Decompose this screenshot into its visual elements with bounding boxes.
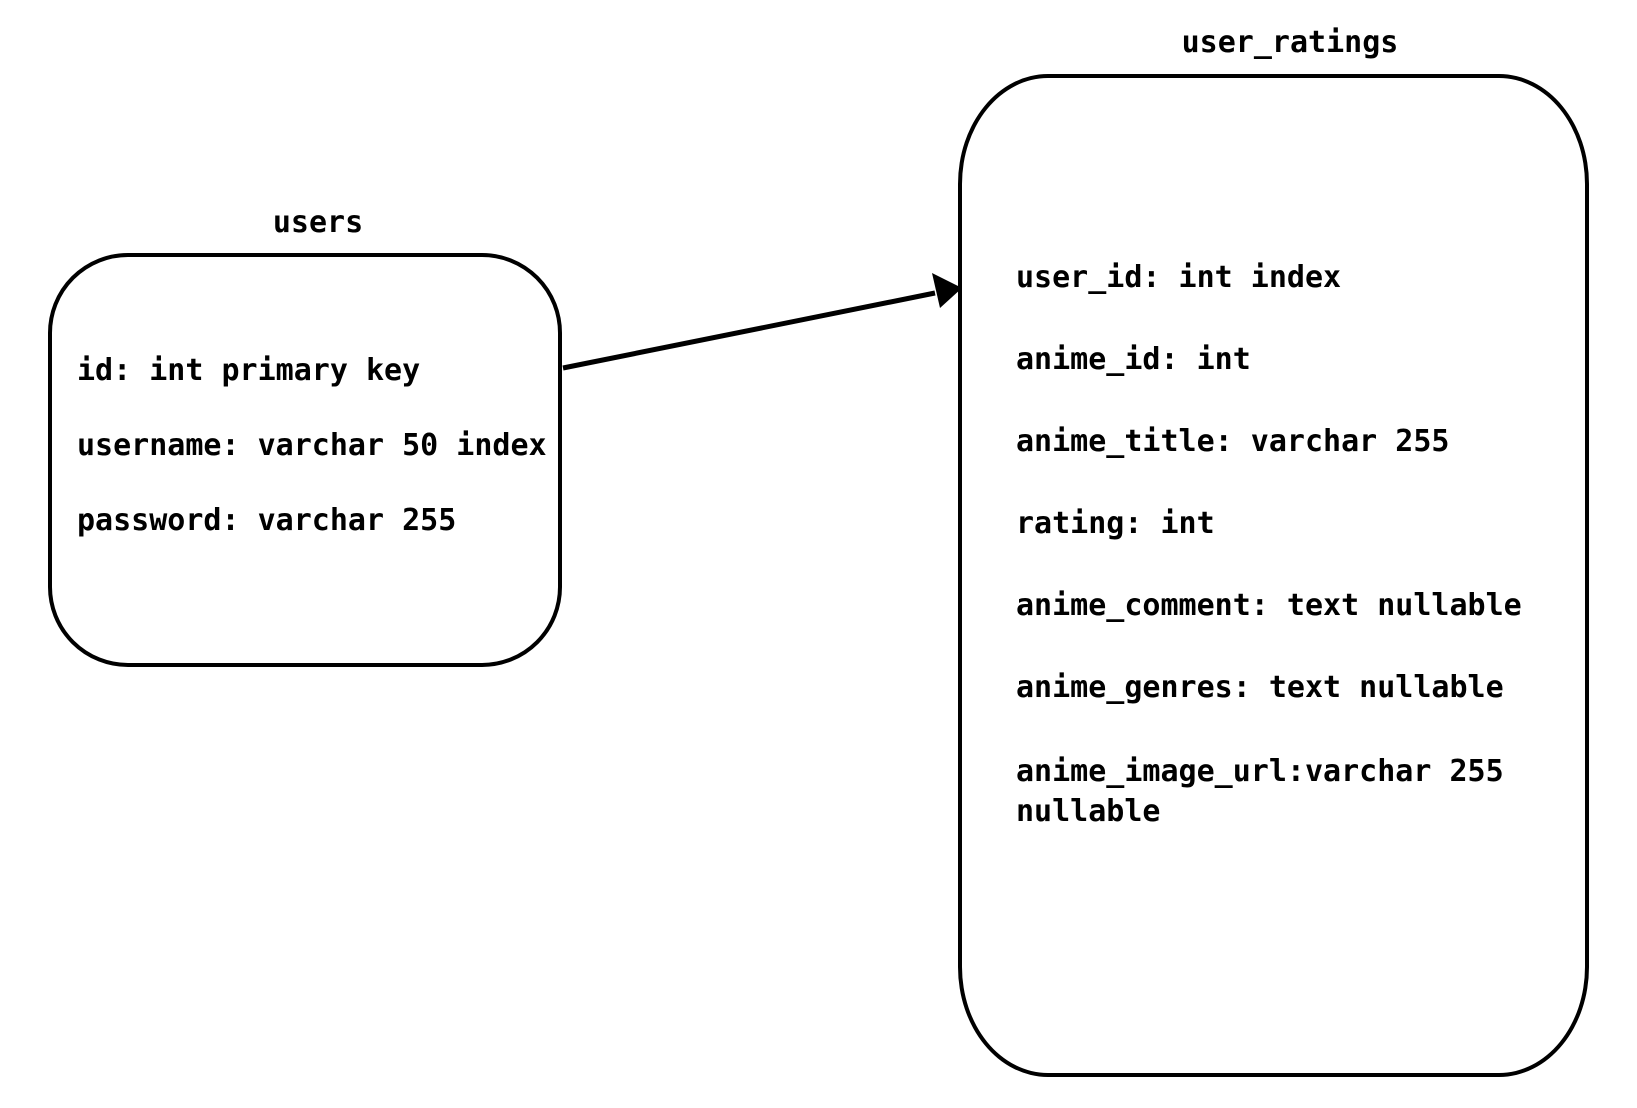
users-table-box — [48, 253, 562, 667]
user-ratings-table-box — [958, 74, 1589, 1077]
user-ratings-field-anime-image-url: anime_image_url:varchar 255 nullable — [1016, 754, 1504, 829]
relationship-line — [562, 290, 936, 371]
user-ratings-field-anime-comment: anime_comment: text nullable — [1016, 588, 1522, 623]
users-table-title: users — [272, 205, 364, 240]
user-ratings-field-anime-title: anime_title: varchar 255 — [1016, 424, 1450, 459]
user-ratings-field-anime-genres: anime_genres: text nullable — [1016, 670, 1504, 705]
user-ratings-field-anime-id: anime_id: int — [1016, 342, 1251, 377]
users-field-password: password: varchar 255 — [77, 503, 457, 538]
user-ratings-table-title: user_ratings — [1181, 25, 1399, 60]
user-ratings-field-rating: rating: int — [1016, 506, 1215, 541]
users-field-list: id: int primary key username: varchar 50… — [77, 353, 547, 578]
users-field-username: username: varchar 50 index — [77, 428, 547, 463]
users-field-id: id: int primary key — [77, 353, 421, 388]
user-ratings-field-user-id: user_id: int index — [1016, 260, 1342, 295]
user-ratings-field-list: user_id: int index anime_id: int anime_t… — [1016, 260, 1576, 832]
